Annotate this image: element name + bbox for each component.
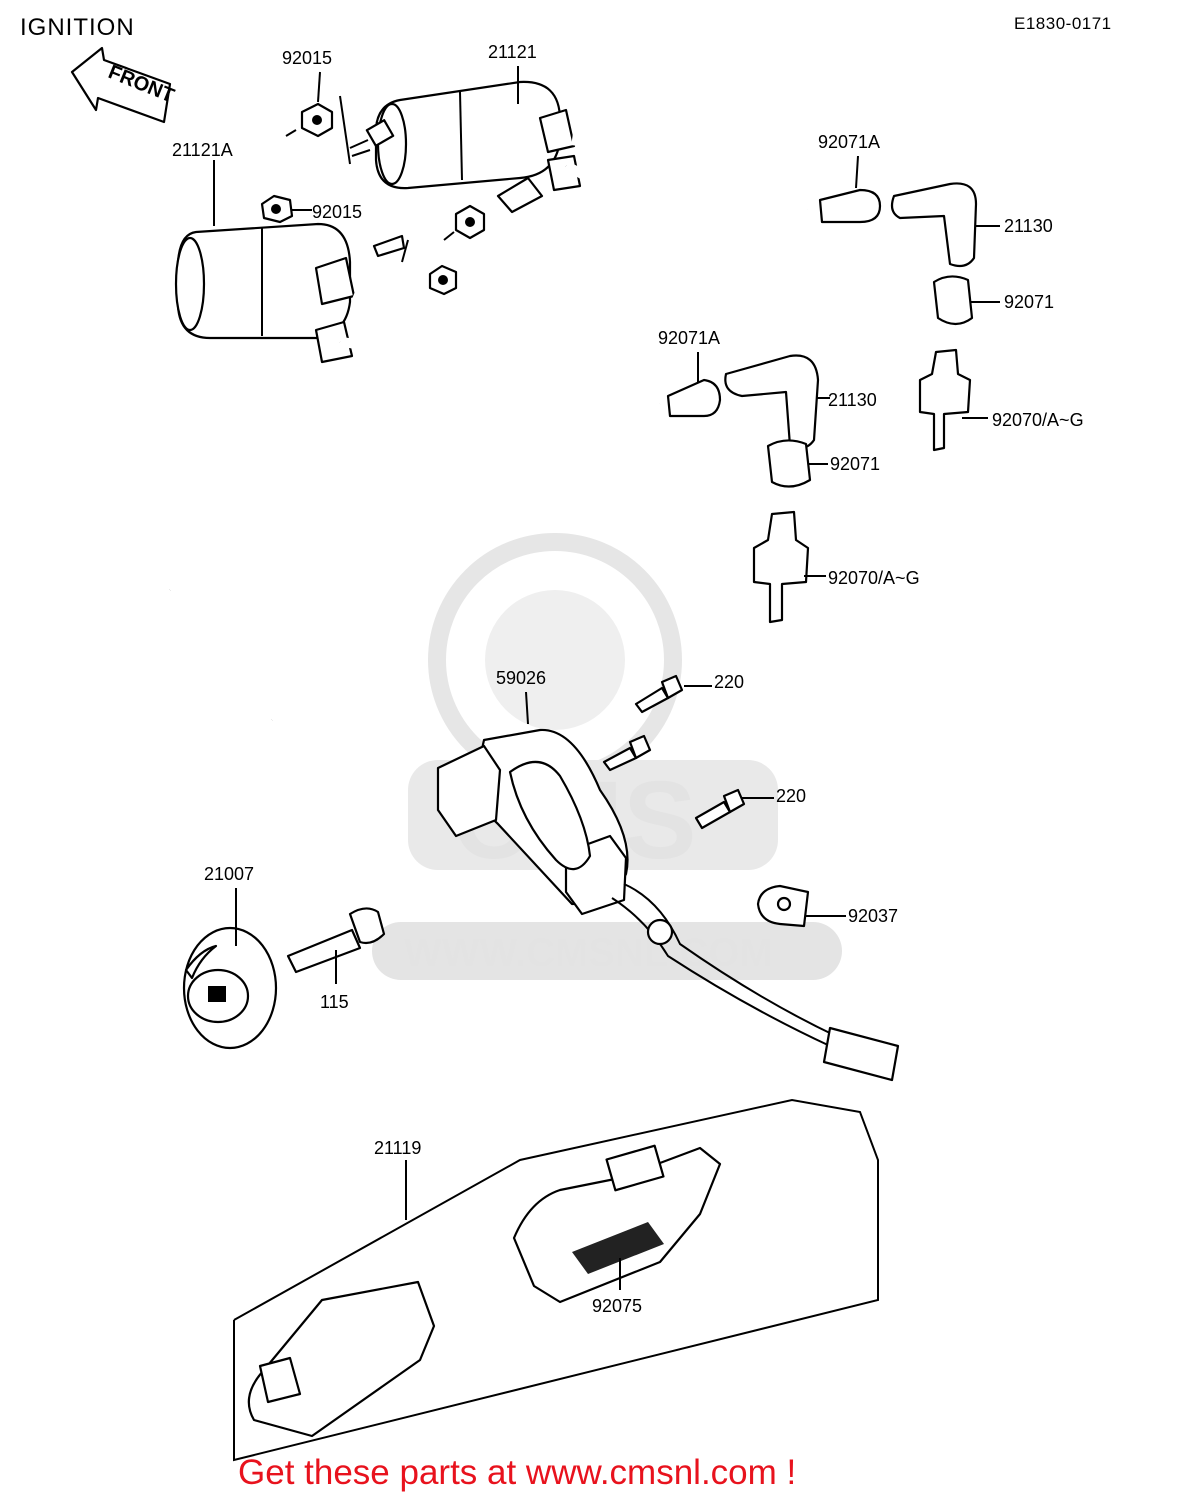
label-92071-top: 92071 xyxy=(1004,292,1054,312)
label-92071a-mid: 92071A xyxy=(658,328,720,348)
label-220-bottom: 220 xyxy=(776,786,806,806)
label-220-top: 220 xyxy=(714,672,744,692)
timing-advancer-21007 xyxy=(182,926,278,1050)
label-21007: 21007 xyxy=(204,864,254,884)
label-92070-top: 92070/A~G xyxy=(992,410,1084,430)
label-115: 115 xyxy=(320,992,349,1012)
label-21130-top: 21130 xyxy=(1004,216,1053,236)
label-92070-mid: 92070/A~G xyxy=(828,568,920,588)
diagram-code: E1830-0171 xyxy=(1014,14,1112,33)
diagram-title: IGNITION xyxy=(20,14,135,41)
igniter-21119-group xyxy=(233,1098,879,1462)
front-arrow: FRONT xyxy=(70,46,177,124)
clamp-92037 xyxy=(756,884,810,928)
bolt-220-bottom xyxy=(694,788,746,830)
bolt-220-top xyxy=(602,674,684,772)
watermark-url: WWW.CMSNL.COM xyxy=(404,931,773,975)
label-92015-mid: 92015 xyxy=(312,202,362,222)
label-59026: 59026 xyxy=(496,668,546,688)
label-21130-mid: 21130 xyxy=(828,390,877,410)
ignition-coil-21121a xyxy=(174,222,409,364)
plug-cap-top-assembly xyxy=(818,182,978,452)
label-92075: 92075 xyxy=(592,1296,642,1316)
nut-92015-mid xyxy=(260,194,312,224)
label-21121a: 21121A xyxy=(172,140,233,160)
ignition-leads xyxy=(167,135,809,724)
leader-lines xyxy=(213,66,1000,1290)
nut-coil-mount xyxy=(428,204,486,296)
bolt-115 xyxy=(286,907,386,974)
cta-link-text[interactable]: Get these parts at www.cmsnl.com ! xyxy=(238,1453,797,1492)
label-92071a-top: 92071A xyxy=(818,132,880,152)
label-92015-top: 92015 xyxy=(282,48,332,68)
ignition-coil-21121 xyxy=(339,80,582,214)
label-21119: 21119 xyxy=(374,1138,421,1158)
label-21121: 21121 xyxy=(488,42,537,62)
part-labels: 21121 21121A 92015 92015 92071A 21130 92… xyxy=(172,42,1084,1316)
nut-92015-top xyxy=(285,102,334,138)
plug-cap-mid-assembly xyxy=(666,354,820,624)
pickup-coil-59026 xyxy=(436,728,900,1082)
label-92071-mid: 92071 xyxy=(830,454,880,474)
label-92037: 92037 xyxy=(848,906,898,926)
